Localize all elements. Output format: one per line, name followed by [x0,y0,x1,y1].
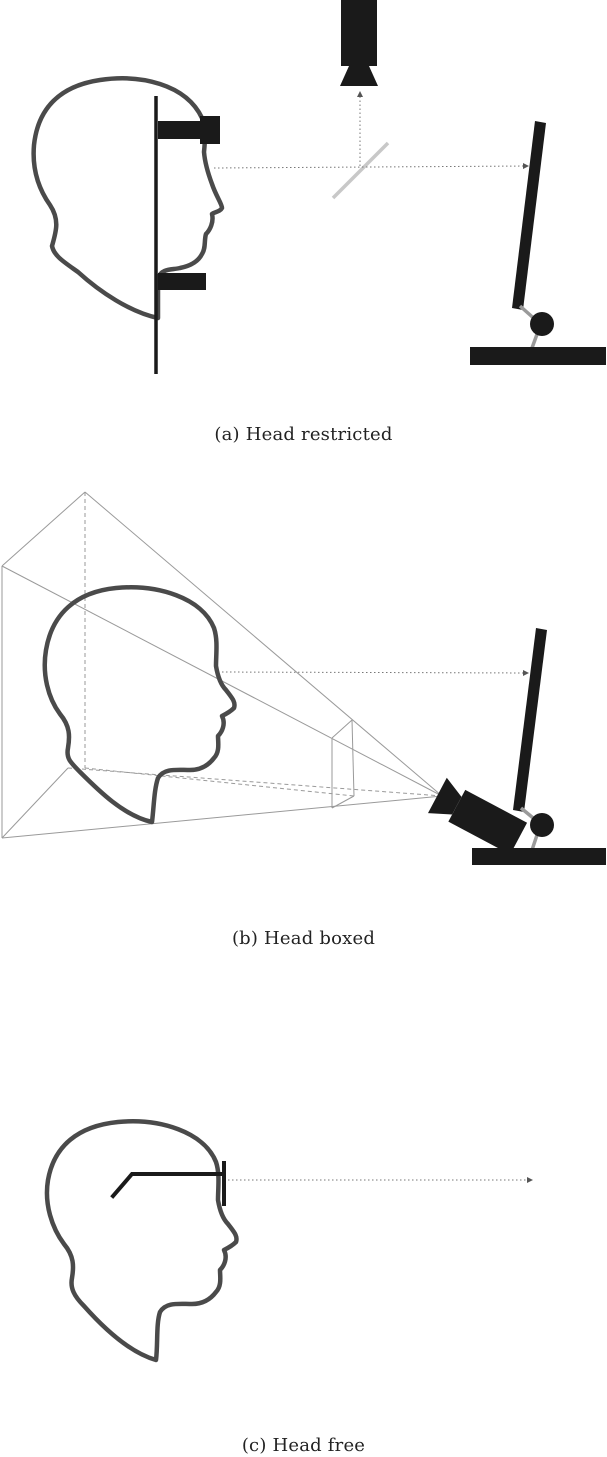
panel-head-free: (c) Head free [0,960,607,1457]
gaze-line [221,669,529,676]
camera-icon [340,0,378,86]
monitor-icon [472,628,606,865]
caption-head-boxed: (b) Head boxed [231,928,376,949]
head-free-diagram [44,1119,533,1363]
camera-icon [427,777,528,855]
caption-head-free: (c) Head free [241,1435,366,1456]
forehead-rest [158,121,204,139]
forehead-rest-pad [200,116,220,144]
panel-head-restricted: (a) Head restricted [0,0,607,460]
panel-head-boxed: (b) Head boxed [0,460,607,960]
monitor-icon [470,121,606,365]
head-profile-icon [42,585,237,825]
head-restricted-diagram [31,0,606,374]
head-boxed-diagram [1,491,606,865]
chin-rest [158,273,206,290]
tracking-box-hidden-edges [67,492,443,797]
eye-tracking-glasses-icon [110,1161,226,1206]
head-profile-icon [44,1119,239,1363]
gaze-line [213,163,529,170]
caption-head-restricted: (a) Head restricted [214,424,393,445]
hot-mirror-icon [331,141,390,200]
tracking-box-frustum [1,491,443,839]
